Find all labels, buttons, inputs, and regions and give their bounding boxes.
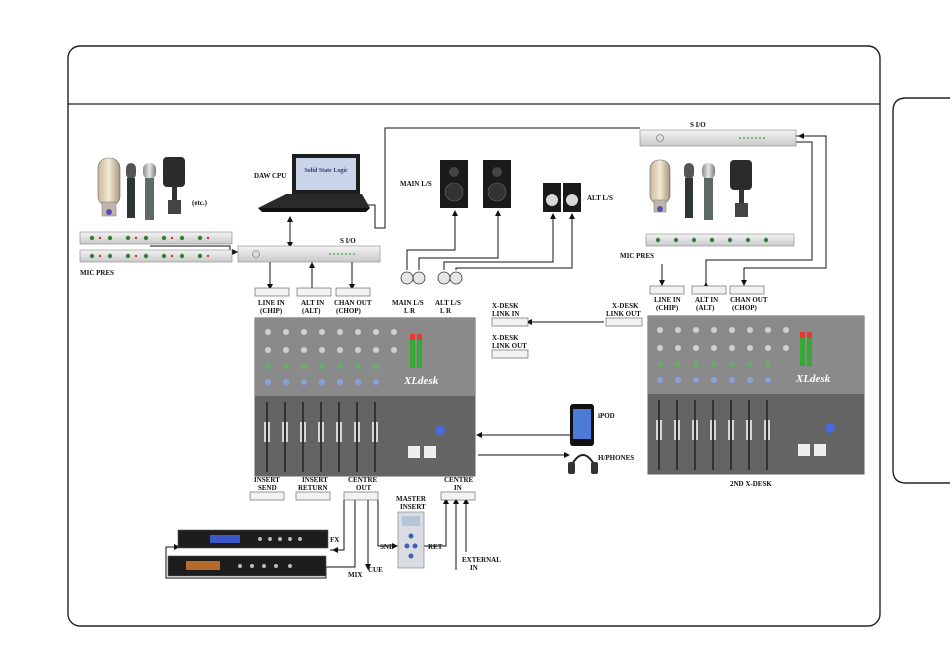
mic-pres-left-label: MIC PRES (80, 269, 114, 277)
laptop-icon: Solid State Logic (258, 154, 370, 212)
xl-logo: XLdesk (403, 375, 439, 387)
xdesk-link-out-patch (605, 317, 643, 327)
patch-bays-right (649, 285, 765, 295)
ribbon-mic-icon-right (730, 160, 752, 217)
external-in-label-2: IN (470, 564, 478, 572)
xdesk-console-second: XLdesk (647, 315, 865, 475)
second-xdesk-label: 2ND X-DESK (730, 480, 772, 488)
mic-pre-unit-right (645, 233, 795, 247)
sio-rack-right (639, 129, 797, 147)
side-tab-frame (892, 97, 950, 484)
mix-label: MIX (348, 571, 362, 579)
fx-rack-units (167, 529, 329, 577)
ribbon-mic-icon (163, 157, 185, 214)
patch-bays-left (254, 287, 371, 297)
xdesk-link-out-mid-patch (491, 349, 529, 359)
insert-return-label-1: INSERT (302, 476, 328, 484)
insert-send-label-1: INSERT (254, 476, 280, 484)
left-microphones: (etc.) (97, 157, 208, 220)
mic-pres-right-label: MIC PRES (620, 252, 654, 260)
line-in-chip-label-1: LINE IN (258, 299, 285, 307)
r-alt-in-label-2: (ALT) (696, 304, 715, 312)
mic-pre-units-left (79, 231, 233, 263)
centre-out-label-2: OUT (356, 484, 372, 492)
alt-in-label-1: ALT IN (301, 299, 324, 307)
dynamic-mic-icon-right (684, 163, 694, 218)
r-line-in-label-2: (CHIP) (656, 304, 679, 312)
master-insert-label-1: MASTER (396, 495, 427, 503)
main-ls-conn-label: MAIN L/S (392, 299, 424, 307)
alt-speakers-icon (543, 183, 581, 212)
cables (150, 127, 827, 579)
r-alt-in-label-1: ALT IN (695, 296, 718, 304)
right-microphones (649, 159, 752, 220)
handheld-mic-icon-right (702, 163, 715, 220)
xdesk-link-out-label-2: LINK OUT (606, 310, 641, 318)
main-ls-label: MAIN L/S (400, 180, 432, 188)
sio-rack-left (237, 245, 381, 263)
r-chan-out-label-1: CHAN OUT (730, 296, 768, 304)
fx-label: FX (330, 536, 339, 544)
ipod-label: iPOD (598, 412, 615, 420)
ipod-icon (570, 404, 594, 446)
centre-in-label-1: CENTRE (444, 476, 474, 484)
xdesk-link-out-label-1: X-DESK (612, 302, 639, 310)
laptop-brand-text: Solid State Logic (304, 168, 348, 174)
condenser-mic-icon-right (649, 159, 671, 213)
handheld-mic-icon (143, 163, 156, 220)
cue-label: CUE (368, 566, 383, 574)
master-insert-unit-icon (397, 511, 425, 569)
sio-left-label: S I/O (340, 237, 356, 245)
xl-logo-right: XLdesk (795, 373, 831, 385)
chan-out-label-1: CHAN OUT (334, 299, 372, 307)
r-chan-out-label-2: (CHOP) (732, 304, 758, 312)
dynamic-mic-icon (126, 163, 136, 218)
xdesk-console-main: XLdesk (254, 317, 476, 477)
xdesk-link-out-mid-label-2: LINK OUT (492, 342, 527, 350)
headphones-icon (568, 454, 598, 474)
xdesk-link-out-mid-label-1: X-DESK (492, 334, 519, 342)
main-frame (67, 45, 881, 627)
line-in-chip-label-2: (CHIP) (260, 307, 283, 315)
xlr-connectors (400, 271, 463, 285)
xdesk-link-in-label-2: LINK IN (492, 310, 519, 318)
alt-ls-conn-label: ALT L/S (435, 299, 461, 307)
hphones-label: H/PHONES (598, 454, 634, 462)
xdesk-link-in-label-1: X-DESK (492, 302, 519, 310)
alt-ls-lr-label: L R (440, 307, 452, 315)
insert-send-label-2: SEND (258, 484, 277, 492)
master-insert-label-2: INSERT (400, 503, 426, 511)
alt-ls-label: ALT L/S (587, 194, 613, 202)
r-line-in-label-1: LINE IN (654, 296, 681, 304)
ret-label: RET (428, 543, 443, 551)
insert-return-label-2: RETURN (298, 484, 328, 492)
patch-bays-bottom (249, 491, 476, 501)
main-ls-lr-label: L R (404, 307, 416, 315)
centre-in-label-2: IN (454, 484, 462, 492)
alt-in-label-2: (ALT) (302, 307, 321, 315)
daw-cpu-label: DAW CPU (254, 172, 286, 180)
main-speakers-icon (440, 160, 511, 208)
chan-out-label-2: (CHOP) (336, 307, 362, 315)
condenser-mic-icon (97, 157, 121, 217)
snd-label: SND (380, 543, 394, 551)
sio-right-label: S I/O (690, 121, 706, 129)
centre-out-label-1: CENTRE (348, 476, 378, 484)
etc-label: (etc.) (192, 199, 208, 207)
cable-arrows (174, 133, 804, 570)
external-in-label-1: EXTERNAL (462, 556, 501, 564)
xdesk-link-in-patch (491, 317, 529, 327)
